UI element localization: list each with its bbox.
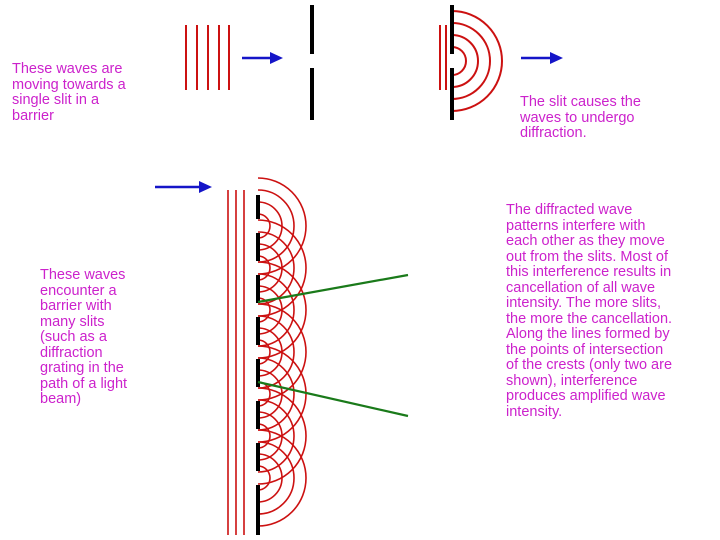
wave-layer bbox=[186, 11, 502, 535]
incoming-waves-note: These waves are moving towards a single … bbox=[12, 62, 162, 124]
interference-explanation-note: The diffracted wave patterns interfere w… bbox=[506, 203, 716, 420]
direction-arrow-head bbox=[270, 52, 283, 64]
single-slit-diffraction-note: The slit causes the waves to undergo dif… bbox=[520, 95, 710, 142]
diffracted-wavefront bbox=[452, 47, 466, 75]
constructive-interference-line bbox=[258, 275, 408, 302]
constructive-interference-line bbox=[258, 382, 408, 416]
diffracted-wavefront bbox=[452, 23, 490, 99]
direction-arrow-head bbox=[199, 181, 212, 193]
arrow-and-line-layer bbox=[155, 52, 563, 416]
direction-arrow-head bbox=[550, 52, 563, 64]
grating-barrier-note: These waves encounter a barrier with man… bbox=[40, 268, 190, 408]
